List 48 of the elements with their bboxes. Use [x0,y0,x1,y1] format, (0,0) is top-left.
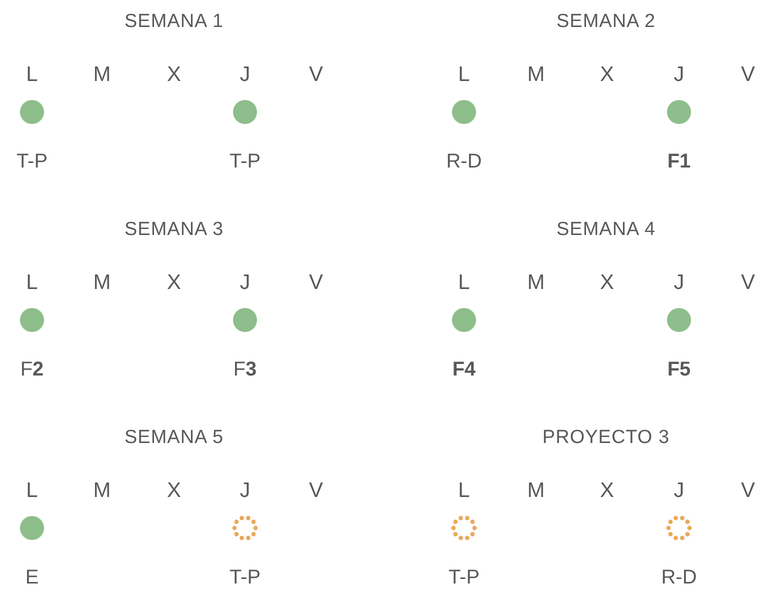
weekday-letter: V [741,271,755,295]
session-code: T-P [229,150,261,174]
weekday-letter: L [458,479,470,503]
weekday-letter: M [93,63,111,87]
weekday-letter: L [26,479,38,503]
weekday-letter: J [674,63,684,87]
weekday-letter: X [600,271,614,295]
weekday-letter: J [674,479,684,503]
weekday-letter: X [167,271,181,295]
weekday-letter: V [309,63,323,87]
weekday-letter: M [93,271,111,295]
session-code: E [25,566,39,590]
weekday-letter: M [527,63,545,87]
weekday-letter: M [93,479,111,503]
weekday-letter: V [741,479,755,503]
section-title: SEMANA 2 [556,11,656,33]
session-code: R-D [446,150,482,174]
weekday-letter: L [458,271,470,295]
weekday-letter: J [674,271,684,295]
session-code: F5 [667,358,691,382]
session-code: F1 [667,150,691,174]
section-title: SEMANA 4 [556,219,656,241]
session-code: F3 [233,358,257,382]
weekday-letter: X [600,479,614,503]
weekday-letter: M [527,479,545,503]
weekday-letter: V [309,271,323,295]
weekday-letter: M [527,271,545,295]
weekday-letter: L [26,63,38,87]
weekday-letter: X [600,63,614,87]
weekday-letter: L [458,63,470,87]
section-title: SEMANA 5 [124,427,224,449]
session-code: R-D [661,566,697,590]
weekday-letter: J [240,63,250,87]
weekday-letter: L [26,271,38,295]
weekday-letter: X [167,63,181,87]
session-code: T-P [16,150,48,174]
section-title: PROYECTO 3 [542,427,670,449]
session-code: F2 [20,358,44,382]
session-code: T-P [229,566,261,590]
section-title: SEMANA 1 [124,11,224,33]
section-title: SEMANA 3 [124,219,224,241]
session-code: T-P [448,566,480,590]
weekday-letter: V [741,63,755,87]
weekday-letter: V [309,479,323,503]
weekday-letter: J [240,271,250,295]
session-code: F4 [452,358,476,382]
weekday-letter: J [240,479,250,503]
weekday-letter: X [167,479,181,503]
